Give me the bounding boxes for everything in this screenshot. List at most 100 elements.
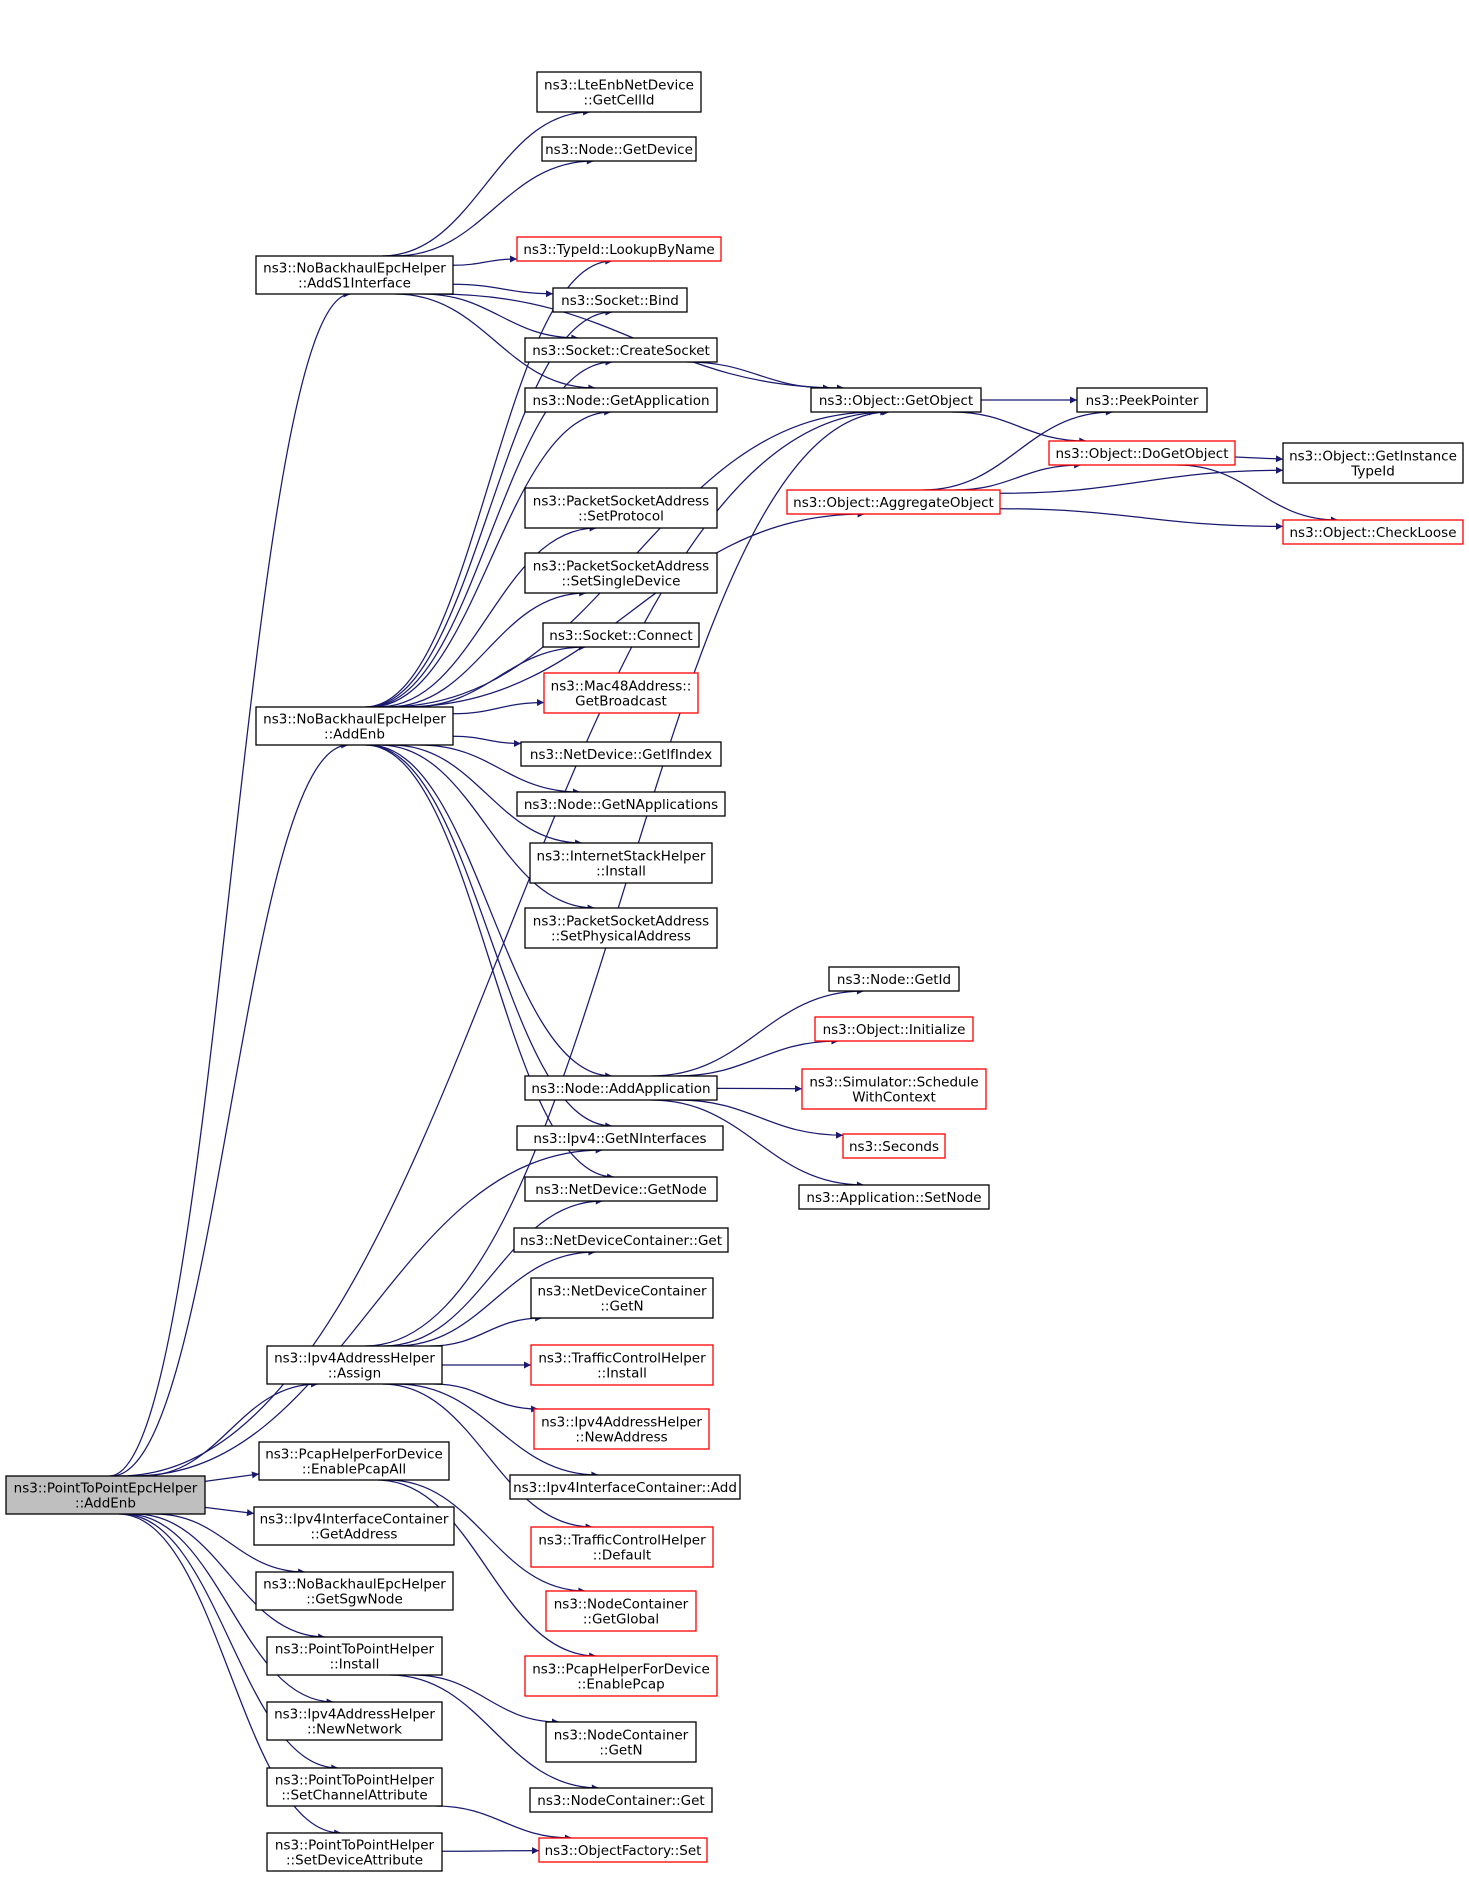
graph-node-bind[interactable]: ns3::Socket::Bind xyxy=(552,287,688,313)
edge-aggregate-to-getinsttid xyxy=(999,466,1284,494)
graph-node-newnet[interactable]: ns3::Ipv4AddressHelper::NewNetwork xyxy=(266,1701,443,1741)
edge-adds1-to-lookup xyxy=(452,255,518,266)
graph-node-dogetobj[interactable]: ns3::Object::DoGetObject xyxy=(1048,440,1236,466)
edge-root-to-getobject xyxy=(119,408,888,1477)
node-box xyxy=(541,136,697,162)
node-layer: ns3::PointToPointEpcHelper::AddEnbns3::N… xyxy=(5,71,1464,1872)
node-box xyxy=(524,387,718,413)
graph-node-nodegetdev[interactable]: ns3::Node::GetDevice xyxy=(541,136,697,162)
graph-node-aggregate[interactable]: ns3::Object::AggregateObject xyxy=(786,489,1001,515)
node-box xyxy=(524,337,718,363)
graph-node-getnapps[interactable]: ns3::Node::GetNApplications xyxy=(516,791,726,817)
graph-node-getapp[interactable]: ns3::Node::GetApplication xyxy=(524,387,718,413)
graph-node-tcinstall[interactable]: ns3::TrafficControlHelper::Install xyxy=(530,1344,714,1386)
graph-node-setsingle[interactable]: ns3::PacketSocketAddress::SetSingleDevic… xyxy=(524,552,718,594)
graph-node-setphys[interactable]: ns3::PacketSocketAddress::SetPhysicalAdd… xyxy=(524,907,718,949)
node-box xyxy=(1282,442,1464,484)
graph-node-bcast[interactable]: ns3::Mac48Address::GetBroadcast xyxy=(543,672,699,714)
graph-node-assign[interactable]: ns3::Ipv4AddressHelper::Assign xyxy=(266,1345,443,1385)
graph-node-getifindex[interactable]: ns3::NetDevice::GetIfIndex xyxy=(520,741,722,767)
node-box xyxy=(524,1075,718,1101)
graph-node-addapp[interactable]: ns3::Node::AddApplication xyxy=(524,1075,718,1101)
graph-node-peek[interactable]: ns3::PeekPointer xyxy=(1076,387,1208,413)
graph-node-setdev[interactable]: ns3::PointToPointHelper::SetDeviceAttrib… xyxy=(266,1832,443,1872)
graph-node-ndgetnode[interactable]: ns3::NetDevice::GetNode xyxy=(524,1176,718,1202)
edge-root-to-newnet xyxy=(126,1513,334,1706)
graph-node-appsetnode[interactable]: ns3::Application::SetNode xyxy=(798,1184,990,1210)
node-label-line: ::GetAddress xyxy=(311,1527,398,1543)
graph-node-tcdefault[interactable]: ns3::TrafficControlHelper::Default xyxy=(530,1526,714,1568)
graph-node-ndcgetn[interactable]: ns3::NetDeviceContainer::GetN xyxy=(530,1277,714,1319)
node-label-line: ns3::NodeContainer xyxy=(554,1728,689,1744)
edge-dogetobj-to-getinsttid xyxy=(1234,455,1284,463)
node-box xyxy=(266,1767,443,1807)
graph-node-getaddr[interactable]: ns3::Ipv4InterfaceContainer::GetAddress xyxy=(253,1506,455,1546)
graph-node-getcellid[interactable]: ns3::LteEnbNetDevice::GetCellId xyxy=(536,71,702,113)
graph-node-p2pinstall[interactable]: ns3::PointToPointHelper::Install xyxy=(266,1636,443,1676)
graph-node-addenb[interactable]: ns3::NoBackhaulEpcHelper::AddEnb xyxy=(255,706,454,746)
edge-addenb-to-getnapps xyxy=(419,744,581,796)
edge-assign-to-newaddr xyxy=(433,1383,539,1413)
node-box xyxy=(266,1701,443,1741)
node-label-line: ::SetChannelAttribute xyxy=(281,1788,427,1804)
graph-node-checkloose[interactable]: ns3::Object::CheckLoose xyxy=(1282,519,1464,545)
node-label-line: ::AddEnb xyxy=(324,727,385,743)
edge-addapp-to-nodegetid xyxy=(651,987,864,1077)
graph-node-nodegetid[interactable]: ns3::Node::GetId xyxy=(828,966,960,992)
graph-node-connect[interactable]: ns3::Socket::Connect xyxy=(542,622,700,648)
node-label-line: ns3::Ipv4AddressHelper xyxy=(541,1415,702,1431)
node-box xyxy=(520,741,722,767)
node-box xyxy=(266,1345,443,1385)
node-box xyxy=(545,1590,697,1632)
edge-addenb-to-getapp xyxy=(369,408,612,708)
graph-node-getnif[interactable]: ns3::Ipv4::GetNInterfaces xyxy=(516,1125,724,1151)
node-label-line: ns3::Ipv4InterfaceContainer xyxy=(260,1512,449,1528)
graph-node-setchan[interactable]: ns3::PointToPointHelper::SetChannelAttri… xyxy=(266,1767,443,1807)
node-box xyxy=(533,1408,710,1450)
edge-aggregate-to-peek xyxy=(922,408,1113,491)
node-label-line: ns3::TrafficControlHelper xyxy=(538,1533,706,1549)
graph-node-getobject[interactable]: ns3::Object::GetObject xyxy=(810,387,982,413)
edge-dogetobj-to-checkloose xyxy=(1177,464,1338,524)
graph-node-root[interactable]: ns3::PointToPointEpcHelper::AddEnb xyxy=(5,1475,206,1515)
graph-node-setproto[interactable]: ns3::PacketSocketAddress::SetProtocol xyxy=(524,487,718,529)
node-label-line: ::SetPhysicalAddress xyxy=(551,929,691,945)
graph-node-createsock[interactable]: ns3::Socket::CreateSocket xyxy=(524,337,718,363)
edge-addenb-to-lookup xyxy=(364,257,613,708)
graph-node-ncgetn[interactable]: ns3::NodeContainer::GetN xyxy=(545,1721,697,1763)
node-label-line: ::GetN xyxy=(600,1299,643,1315)
node-label-line: ns3::PointToPointHelper xyxy=(275,1642,435,1658)
graph-node-newaddr[interactable]: ns3::Ipv4AddressHelper::NewAddress xyxy=(533,1408,710,1450)
node-label-line: ns3::NetDevice::GetNode xyxy=(535,1182,707,1198)
node-label-line: ::SetSingleDevice xyxy=(562,574,681,590)
node-label-line: ns3::PacketSocketAddress xyxy=(533,914,709,930)
graph-node-adds1[interactable]: ns3::NoBackhaulEpcHelper::AddS1Interface xyxy=(255,255,454,295)
node-label-line: ns3::NodeContainer xyxy=(554,1597,689,1613)
node-label-line: ns3::Socket::CreateSocket xyxy=(532,343,710,359)
graph-node-enablepcap[interactable]: ns3::PcapHelperForDevice::EnablePcap xyxy=(524,1655,718,1697)
node-label-line: ns3::Simulator::Schedule xyxy=(809,1075,978,1091)
graph-node-ncget[interactable]: ns3::NodeContainer::Get xyxy=(529,1787,713,1813)
edge-root-to-getaddr xyxy=(204,1506,255,1517)
node-label-line: ::GetN xyxy=(599,1743,642,1759)
edge-addenb-to-getnif xyxy=(366,744,613,1130)
node-label-line: ns3::Object::CheckLoose xyxy=(1289,525,1456,541)
node-label-line: ns3::NoBackhaulEpcHelper xyxy=(263,1577,446,1593)
node-label-line: ::Assign xyxy=(328,1366,381,1382)
graph-node-iicadd[interactable]: ns3::Ipv4InterfaceContainer::Add xyxy=(509,1474,741,1500)
graph-node-inetinstall[interactable]: ns3::InternetStackHelper::Install xyxy=(529,842,713,884)
graph-node-seconds[interactable]: ns3::Seconds xyxy=(842,1133,946,1159)
graph-node-getsgw[interactable]: ns3::NoBackhaulEpcHelper::GetSgwNode xyxy=(255,1571,454,1611)
node-box xyxy=(255,1571,454,1611)
graph-node-ndcget[interactable]: ns3::NetDeviceContainer::Get xyxy=(513,1227,729,1253)
graph-node-ofset[interactable]: ns3::ObjectFactory::Set xyxy=(538,1837,708,1863)
graph-node-lookup[interactable]: ns3::TypeId::LookupByName xyxy=(516,236,722,262)
edge-adds1-to-getapp xyxy=(394,293,596,392)
edge-addenb-to-bcast xyxy=(452,699,545,715)
node-label-line: ns3::NetDevice::GetIfIndex xyxy=(530,747,712,763)
graph-node-ncglobal[interactable]: ns3::NodeContainer::GetGlobal xyxy=(545,1590,697,1632)
graph-node-pcapall[interactable]: ns3::PcapHelperForDevice::EnablePcapAll xyxy=(258,1441,450,1481)
graph-node-objinit[interactable]: ns3::Object::Initialize xyxy=(814,1016,974,1042)
